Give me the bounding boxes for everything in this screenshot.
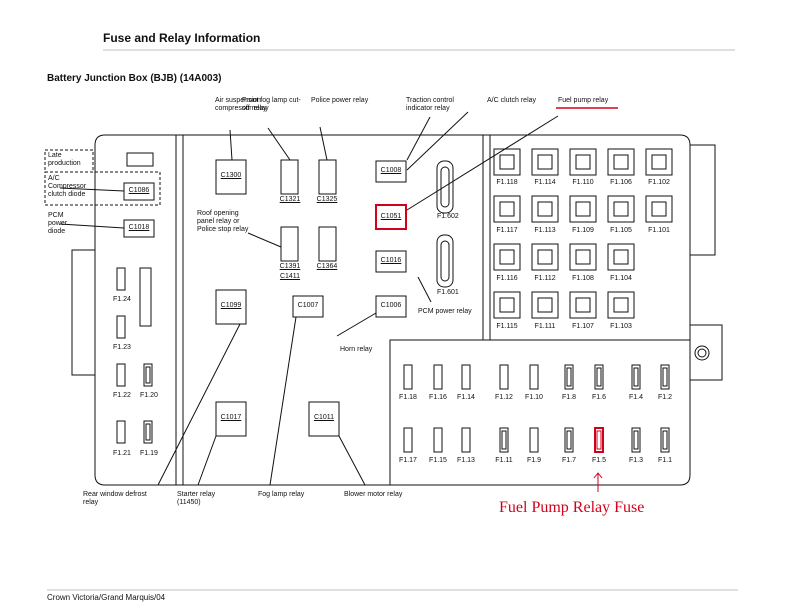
label-ac-compressor-diode: A/C Compressor clutch diode: [48, 175, 87, 199]
fuse-label-f1-23: F1.23: [113, 344, 131, 351]
fuse-label: F1.13: [457, 457, 475, 464]
label-police-power-relay: Police power relay: [311, 97, 369, 104]
label-late-production: Late production: [48, 152, 81, 168]
connector-c1011: C1011: [313, 414, 335, 421]
fuse-label-f1-19: F1.19: [140, 450, 158, 457]
fuse-label-f1-20: F1.20: [140, 392, 158, 399]
connector-c1099: C1099: [220, 302, 242, 309]
connector-c1364: C1364: [316, 263, 338, 270]
fuse-panel-outline: [389, 339, 691, 486]
fuse-label: F1.108: [572, 275, 594, 282]
fuse-label: F1.104: [610, 275, 632, 282]
connector-c1017: C1017: [220, 414, 242, 421]
page-footer: Crown Victoria/Grand Marquis/04: [47, 593, 166, 602]
label-pcm-power-relay: PCM power relay: [418, 308, 472, 315]
connector-c1007: C1007: [297, 302, 319, 309]
label-blower-motor-relay: Blower motor relay: [344, 491, 403, 498]
left-mount-bracket: [71, 249, 95, 376]
fuse-label: F1.116: [496, 275, 518, 282]
fuse-label: F1.102: [648, 179, 670, 186]
fuse-label: F1.115: [496, 323, 518, 330]
connector-c1051: C1051: [380, 213, 402, 220]
fuse-label: F1.18: [399, 394, 417, 401]
connector-c1411: C1411: [279, 273, 301, 280]
label-fuel-pump-relay-fuse: Fuel Pump Relay Fuse: [499, 499, 645, 516]
fuse-label: F1.107: [572, 323, 594, 330]
page-title: Fuse and Relay Information: [103, 31, 261, 45]
fuse-label: F1.3: [628, 457, 644, 464]
label-fog-lamp-relay: Fog lamp relay: [258, 491, 305, 498]
fuse-label: F1.2: [657, 394, 673, 401]
fuse-label: F1.12: [495, 394, 513, 401]
label-starter-relay: Starter relay (11450): [177, 491, 216, 507]
label-fuel-pump-relay: Fuel pump relay: [558, 97, 609, 104]
fuse-label: F1.7: [561, 457, 577, 464]
connector-c1325: C1325: [316, 196, 338, 203]
mini-fuse-grid: [403, 364, 670, 453]
fuse-label: F1.105: [610, 227, 632, 234]
right-top-bracket: [690, 144, 716, 256]
fuse-label: F1.11: [495, 457, 513, 464]
connector-c1321: C1321: [279, 196, 301, 203]
section-title: Battery Junction Box (BJB) (14A003): [47, 73, 222, 84]
fuse-label: F1.16: [429, 394, 447, 401]
label-horn-relay: Horn relay: [340, 346, 373, 353]
fuse-label: F1.1: [657, 457, 673, 464]
label-traction-control-relay: Traction control indicator relay: [406, 97, 454, 113]
fuse-label: F1.110: [572, 179, 594, 186]
fuse-label: F1.114: [534, 179, 556, 186]
connector-c1018: C1018: [128, 224, 150, 231]
fuse-label-f1-601: F1.601: [437, 289, 459, 296]
connector-c1016: C1016: [380, 257, 402, 264]
fuse-label: F1.117: [496, 227, 518, 234]
fuse-label: F1.4: [628, 394, 644, 401]
connector-c1006: C1006: [380, 302, 402, 309]
fuse-label-f1-602: F1.602: [437, 213, 459, 220]
fuse-label: F1.112: [534, 275, 556, 282]
fuse-label: F1.106: [610, 179, 632, 186]
right-mid-tab: [690, 324, 723, 381]
fuse-label-f1-24: F1.24: [113, 296, 131, 303]
fuse-label: F1.6: [591, 394, 607, 401]
fuse-label: F1.103: [610, 323, 632, 330]
connector-c1391: C1391: [279, 263, 301, 270]
connector-c1086: C1086: [128, 187, 150, 194]
label-rear-window-relay: Rear window defrost relay: [83, 491, 147, 507]
fuse-label: F1.113: [534, 227, 556, 234]
connector-c1300: C1300: [220, 172, 242, 179]
box-outline: [94, 134, 691, 486]
label-roof-opening-relay: Roof opening panel relay or Police stop …: [197, 210, 249, 234]
label-ac-clutch-relay: A/C clutch relay: [487, 97, 537, 104]
fuse-label: F1.15: [429, 457, 447, 464]
connector-c1008: C1008: [380, 167, 402, 174]
maxi-fuse-grid: [493, 148, 673, 319]
fuse-label: F1.118: [496, 179, 518, 186]
fuse-label-f1-22: F1.22: [113, 392, 131, 399]
label-front-fog-relay: Front fog lamp cut-off relay: [242, 97, 301, 113]
mount-bolt-outer: [694, 345, 710, 361]
fuse-label: F1.9: [526, 457, 542, 464]
fuse-label-f1-21: F1.21: [113, 450, 131, 457]
fuse-label: F1.10: [525, 394, 543, 401]
fuse-label: F1.109: [572, 227, 594, 234]
fuse-label: F1.111: [534, 323, 556, 330]
fuse-label: F1.101: [648, 227, 670, 234]
fuse-label: F1.17: [399, 457, 417, 464]
label-air-suspension-relay: Air suspension compressor relay: [215, 97, 269, 113]
mount-bolt-inner: [697, 348, 707, 358]
fuse-label: F1.8: [561, 394, 577, 401]
label-pcm-power-diode: PCM power diode: [48, 212, 68, 236]
fuse-label: F1.14: [457, 394, 475, 401]
fuse-label-f1-5-highlighted: F1.5: [591, 457, 607, 464]
